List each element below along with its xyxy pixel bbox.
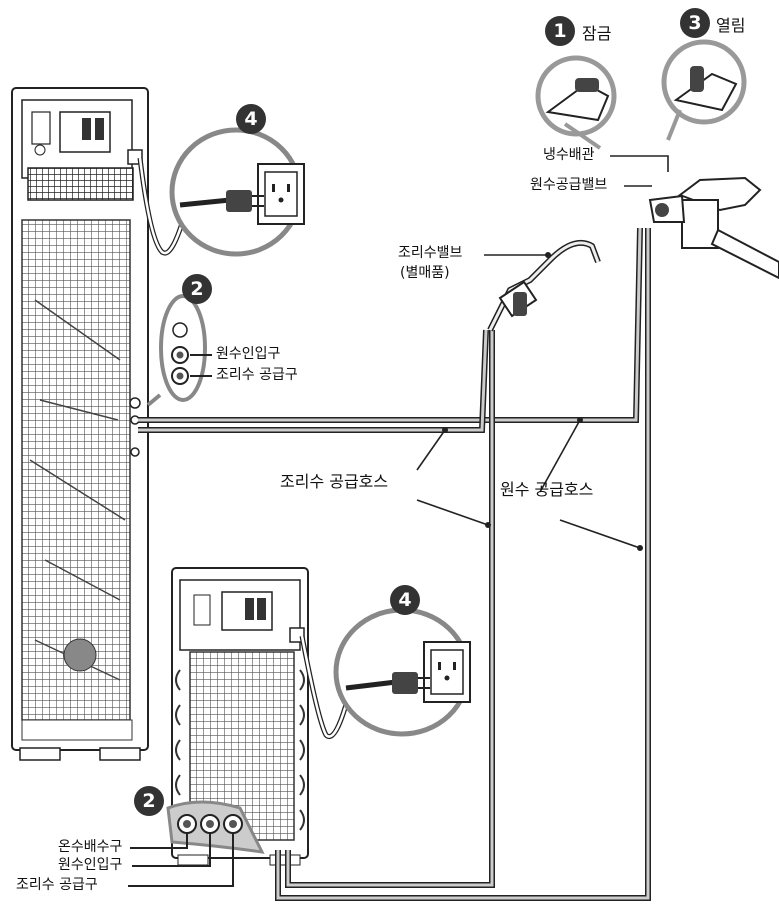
- hot-water-drain-label: 온수배수구: [58, 839, 123, 855]
- inlet-ports-zoom-bottom: [128, 800, 265, 887]
- valve-open-zoom: [661, 39, 747, 141]
- step-1-badge: 1: [545, 16, 575, 46]
- tall-water-purifier-unit: [11, 87, 149, 761]
- step-2-badge-top: 2: [182, 274, 212, 304]
- cold-water-pipe-label: 냉수배관: [543, 147, 595, 163]
- step-3-badge: 3: [680, 8, 710, 38]
- step-4-badge-top: 4: [236, 104, 266, 134]
- raw-water-hose-label: 원수 공급호스: [500, 480, 594, 499]
- leader-dots: [442, 252, 643, 551]
- inlet-ports-zoom-top: [146, 294, 212, 407]
- power-outlet-zoom-top: [169, 127, 305, 257]
- power-outlet-zoom-bottom: [333, 607, 471, 737]
- valve-lock-zoom: [535, 55, 617, 150]
- cooking-water-valve: [487, 240, 601, 332]
- leader-lines: [416, 155, 669, 549]
- step-3-label: 열림: [716, 16, 746, 35]
- cooking-water-outlet-label-top: 조리수 공급구: [216, 367, 298, 383]
- raw-water-supply-hose: [138, 227, 651, 901]
- raw-water-inlet-label-top: 원수인입구: [216, 346, 281, 362]
- cooking-valve-label: 조리수밸브: [398, 245, 463, 261]
- cooking-water-outlet-label-bottom: 조리수 공급구: [16, 877, 98, 893]
- step-4-badge-bottom: 4: [390, 585, 420, 615]
- kitchen-tap: [648, 176, 779, 280]
- power-cord-top: [127, 149, 211, 256]
- cooking-water-hose-label: 조리수 공급호스: [280, 472, 389, 491]
- cooking-water-supply-hose: [138, 329, 495, 888]
- step-1-label: 잠금: [582, 24, 612, 43]
- step-2-badge-bottom: 2: [134, 786, 164, 816]
- cooking-valve-sold-separately-label: (별매품): [400, 265, 450, 281]
- supply-valve-label: 원수공급밸브: [530, 177, 608, 193]
- raw-water-inlet-label-bottom: 원수인입구: [58, 857, 123, 873]
- power-cord-bottom: [289, 627, 379, 739]
